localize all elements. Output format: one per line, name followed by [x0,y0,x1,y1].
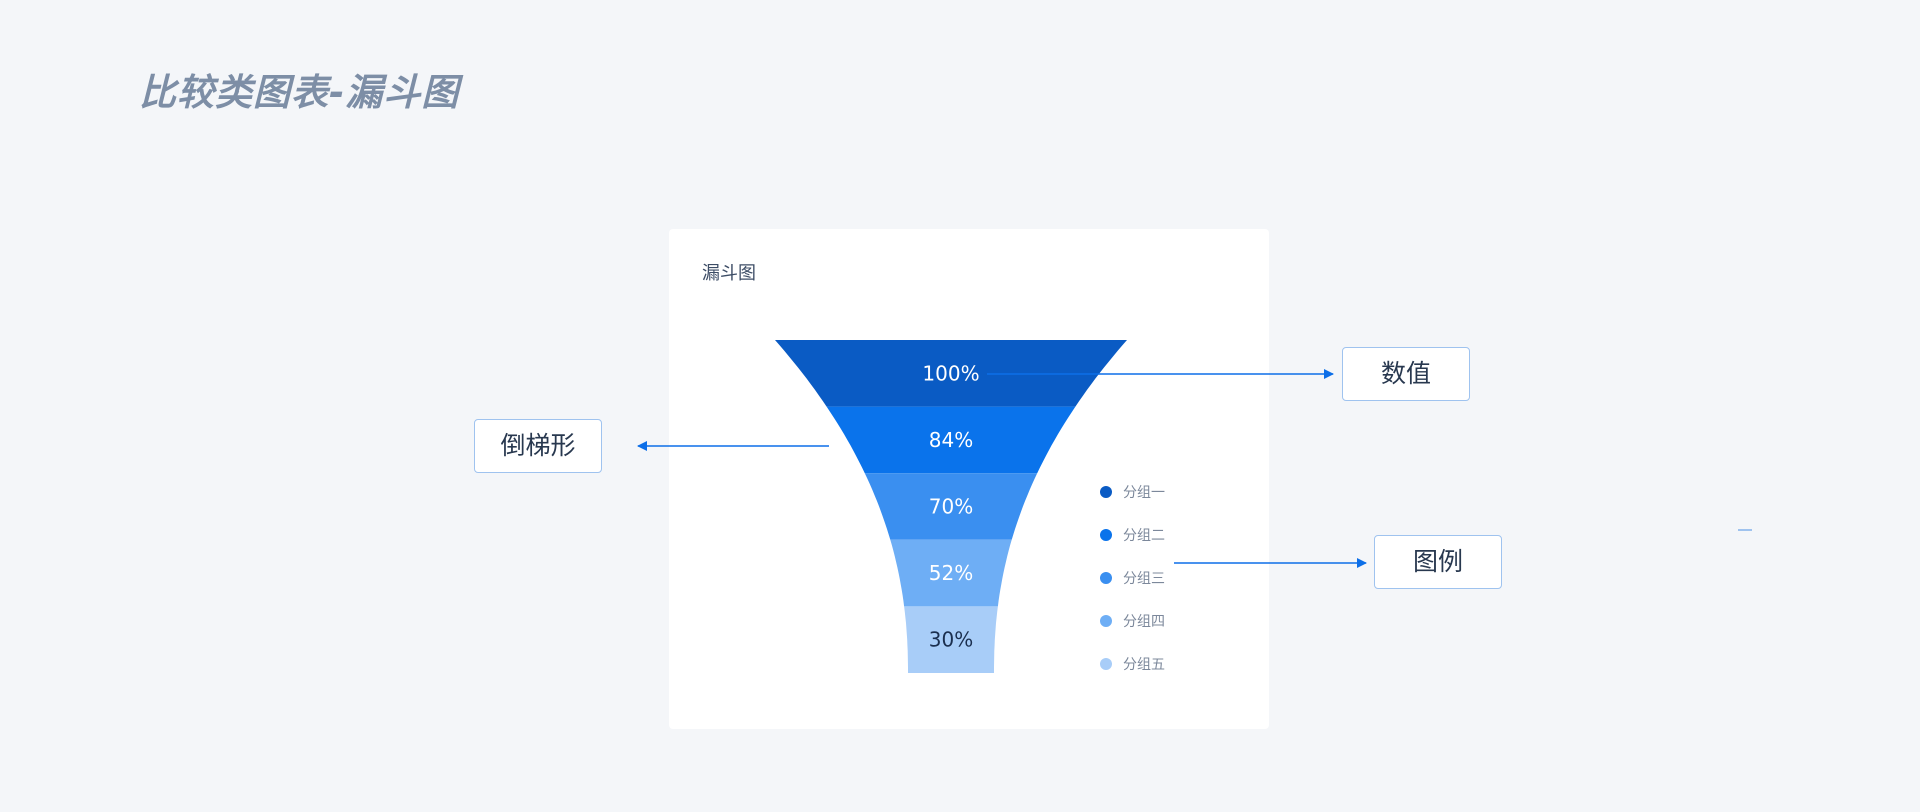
callout-value: 数值 [1342,347,1470,401]
funnel-segment [864,473,1038,540]
callout-legend: 图例 [1374,535,1502,589]
page-heading: 比较类图表-漏斗图 [139,71,460,114]
funnel-segment [826,406,1076,474]
legend-marker [1100,658,1112,670]
funnel-segment [904,606,998,673]
legend-marker [1100,529,1112,541]
funnel-value-labels: 100% 84% 70% 52% 30% [922,361,979,651]
callout-shape: 倒梯形 [474,419,602,473]
funnel-value-label: 52% [929,561,973,585]
chart-title: 漏斗图 [702,263,756,284]
funnel-value-label: 84% [929,428,973,452]
chart-card: 漏斗图 100% 84% 70% 52% 30% 分组一分组二分组三分组四分组五 [669,229,1269,729]
legend-label: 分组五 [1123,657,1165,673]
legend-marker [1100,572,1112,584]
funnel-value-label: 100% [922,361,979,385]
legend-marker [1100,615,1112,627]
funnel-value-label: 70% [929,495,973,519]
legend-marker [1100,486,1112,498]
legend-label: 分组二 [1123,528,1165,544]
funnel-value-label: 30% [929,628,973,652]
legend-label: 分组四 [1123,614,1165,630]
funnel-segment [775,340,1127,407]
decorative-dash [1738,529,1752,531]
funnel-segments [775,340,1127,673]
legend-label: 分组一 [1123,485,1165,501]
funnel-segment [890,539,1012,607]
legend-label: 分组三 [1123,571,1165,587]
